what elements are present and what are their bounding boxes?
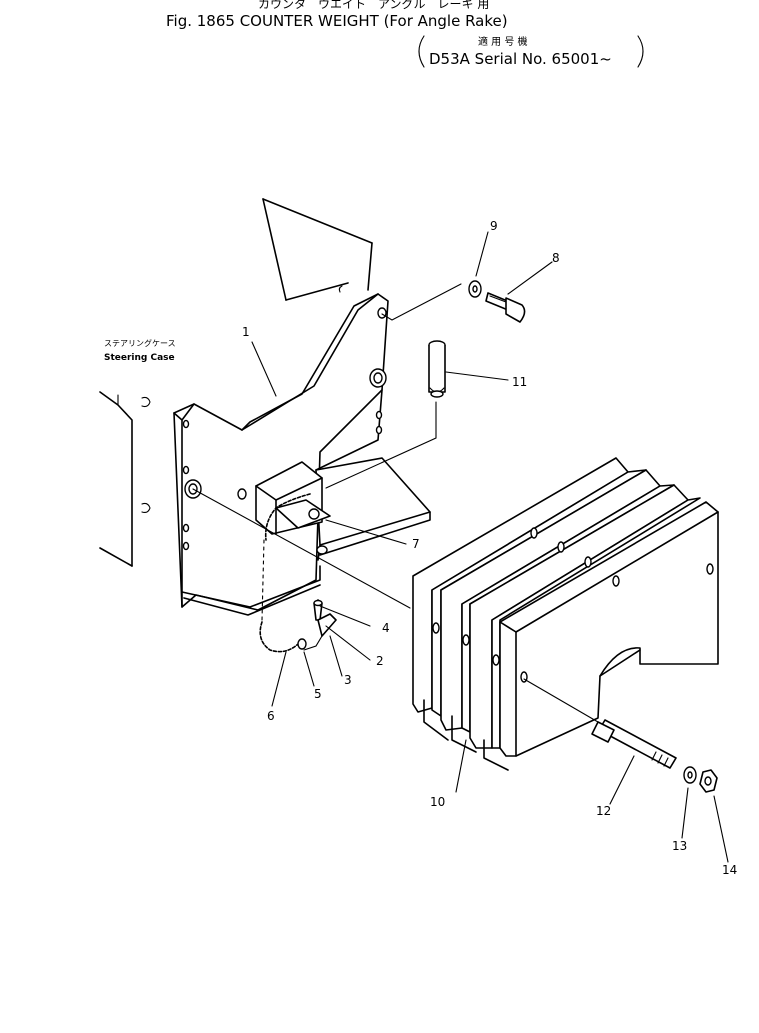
callout-10: 10 <box>430 795 445 809</box>
chassis-box <box>262 198 373 301</box>
leader-lines <box>251 231 729 863</box>
callout-2: 2 <box>376 654 384 668</box>
pin-part-11 <box>428 340 446 398</box>
counter-weight-plates-10 <box>412 457 719 771</box>
pin-center-line <box>325 401 437 489</box>
callout-1: 1 <box>242 325 250 339</box>
plate-holes <box>432 527 714 683</box>
callout-4: 4 <box>382 621 390 635</box>
nut-part-14 <box>699 769 718 793</box>
serial-bracket <box>418 35 644 68</box>
bracket-plate-center-line <box>192 488 411 609</box>
figure-title: Fig. 1865 COUNTER WEIGHT (For Angle Rake… <box>166 12 508 30</box>
washer-part-9 <box>468 280 482 298</box>
callout-8: 8 <box>552 251 560 265</box>
serial-japanese: 適 用 号 機 <box>478 35 528 48</box>
callout-11: 11 <box>512 375 527 389</box>
bolt-part-8 <box>485 292 526 323</box>
stud-bolt-part-12 <box>591 719 677 769</box>
stud-center-line <box>523 678 599 723</box>
callout-5: 5 <box>314 687 322 701</box>
serial-number: D53A Serial No. 65001~ <box>429 50 612 68</box>
bolt-center-line <box>381 283 462 321</box>
steering-case-label-japanese: ステアリングケース <box>104 338 176 348</box>
chain-part-6 <box>259 493 311 653</box>
pin-assembly-2-5 <box>297 599 337 651</box>
steering-case-label: Steering Case <box>104 353 175 363</box>
callout-3: 3 <box>344 673 352 687</box>
steering-case <box>99 391 151 567</box>
bracket-part-1 <box>173 285 431 616</box>
callout-12: 12 <box>596 804 611 818</box>
callout-7: 7 <box>412 537 420 551</box>
title-japanese: カウンタ ウエイト アングル レーキ 用 <box>258 0 489 11</box>
callout-9: 9 <box>490 219 498 233</box>
washer-part-13 <box>683 766 697 784</box>
callout-6: 6 <box>267 709 275 723</box>
callout-14: 14 <box>722 863 737 877</box>
callout-13: 13 <box>672 839 687 853</box>
